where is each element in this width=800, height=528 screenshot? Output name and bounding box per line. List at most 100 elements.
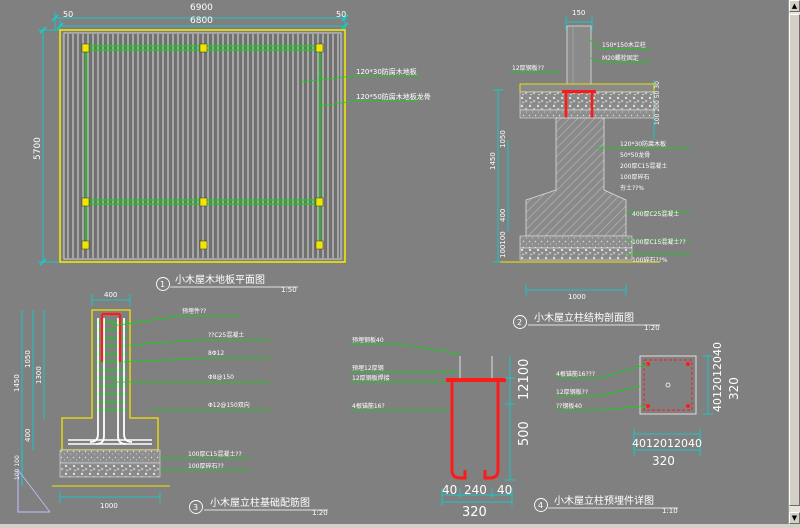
rebar-base-concrete — [59, 449, 161, 464]
plan-boards — [67, 34, 339, 258]
embed-detail: 预埋钢板40 预埋12厚钢 12厚钢板焊接 4根锚筋16? 12100 500 … — [350, 336, 532, 520]
section-notes: 120*30防腐木板 50*50龙骨 200厚C15混凝土 100厚碎石 夯土?… — [620, 140, 667, 192]
plate-dim-side: 4012012040 — [711, 342, 724, 412]
section-leaders — [510, 39, 690, 255]
section-base-concrete — [519, 235, 633, 249]
plan-dim-ticks — [39, 14, 349, 266]
embed-note-2: 预埋12厚钢 — [352, 364, 384, 372]
plan-title-num: 1 — [160, 280, 165, 289]
plan-dim-side-b: 50 — [336, 10, 346, 19]
plan-title-bubble — [156, 277, 170, 291]
section-dim-width: 1000 — [568, 293, 586, 301]
embed-dim-total: 320 — [462, 505, 487, 520]
rebar-bottom-mesh — [68, 439, 152, 445]
section-concrete-layer — [519, 91, 655, 111]
plan-outline — [59, 29, 346, 263]
rebar-note-2: ??C25混凝土 — [208, 331, 244, 339]
scroll-up-button[interactable]: ▲ — [789, 0, 800, 12]
plate-center-hole — [665, 382, 671, 388]
section-dim-top: 150 — [572, 9, 585, 17]
plate-title: 小木屋立柱预埋件详图 — [554, 494, 654, 507]
rebar-base-gravel — [59, 462, 161, 478]
rebar-anchor — [100, 312, 122, 362]
section-post — [566, 25, 592, 91]
section-note-footing: 400厚C25混凝土 — [632, 210, 679, 218]
section-note-post: 150*150木立柱 — [602, 41, 646, 49]
plan-dim-side-a: 50 — [63, 10, 73, 19]
scroll-down-button[interactable]: ▼ — [789, 512, 800, 524]
section-title-num: 2 — [517, 318, 522, 327]
plate-note-1: 4根锚筋16??? — [556, 370, 595, 378]
arrow-up-icon: ▲ — [791, 2, 798, 10]
section-title-bubble — [513, 315, 527, 329]
plan-board-area — [63, 32, 342, 260]
rebar-verticals — [89, 318, 133, 445]
plan-dim-height: 5700 — [33, 137, 43, 160]
vertical-scrollbar[interactable]: ▲ ▼ — [788, 0, 800, 524]
rebar-scale: 1:20 — [312, 509, 328, 517]
plate-note-2: 12厚钢板?? — [556, 388, 588, 396]
section-note-base1: 100厚C15混凝土?? — [632, 238, 686, 246]
scroll-thumb[interactable] — [789, 14, 800, 506]
rebar-note-base1: 100厚C15混凝土?? — [188, 450, 242, 458]
section-dim-lower: 400 — [499, 209, 507, 222]
plan-dimension-lines — [38, 12, 346, 263]
section-title: 小木屋立柱结构剖面图 — [534, 311, 634, 324]
plan-posts — [81, 43, 324, 250]
rebar-detail: 400 1450 1050 1300 400 100 100 1000 — [13, 291, 328, 517]
rebar-dim-lower: 400 — [24, 429, 32, 442]
rebar-notes: 预埋件?? ??C25混凝土 8Φ12 Φ8@150 Φ12@150双向 — [182, 307, 250, 409]
embed-dim-b2: 240 — [464, 483, 487, 497]
section-note-3: 200厚C15混凝土 — [620, 162, 667, 170]
plan-dim-top-inner: 6800 — [190, 16, 213, 26]
rebar-concrete-outline — [61, 309, 159, 451]
plan-scale: 1:50 — [281, 286, 297, 294]
section-note-bolt: M20螺栓固定 — [602, 54, 639, 62]
plate-title-num: 4 — [538, 501, 543, 510]
section-note-5: 夯土??% — [620, 184, 644, 192]
plate-leaders — [556, 363, 649, 411]
rebar-note-5: Φ12@150双向 — [208, 401, 250, 409]
rebar-dim-upper: 1050 — [24, 350, 32, 368]
rebar-note-3: 8Φ12 — [208, 350, 224, 357]
rebar-dim-top: 400 — [104, 291, 117, 299]
plate-notes: 4根锚筋16??? 12厚钢板?? ??钢板40 — [556, 370, 595, 410]
rebar-note-1: 预埋件?? — [182, 307, 206, 315]
rebar-title-num: 3 — [193, 503, 198, 512]
rebar-stirrups — [95, 321, 127, 411]
rebar-dim-width: 1000 — [100, 502, 118, 510]
column-section: 150 1450 1050 400 100100 1000 150*15 — [489, 9, 690, 332]
plate-outline — [639, 355, 697, 415]
section-sub-layer — [519, 109, 655, 119]
embed-anchor-bars — [450, 382, 500, 480]
plan-dim-top-total: 6900 — [190, 3, 213, 13]
plan-leaders — [299, 75, 420, 107]
plate-inner-outline — [643, 359, 693, 411]
embed-notes: 预埋钢板40 预埋12厚钢 12厚钢板焊接 4根锚筋16? — [352, 336, 390, 410]
plan-title: 小木屋木地板平面图 — [175, 273, 265, 286]
embed-dim-right-top: 12100 — [517, 359, 532, 400]
embed-note-4: 4根锚筋16? — [352, 402, 385, 410]
section-dim-upper: 1050 — [499, 130, 507, 148]
plate-dim-side-total: 320 — [727, 377, 741, 400]
ucs-icon — [17, 470, 50, 513]
embed-note-3: 12厚钢板焊接 — [352, 374, 390, 382]
plate-note-3: ??钢板40 — [556, 402, 582, 410]
embed-note-1: 预埋钢板40 — [352, 336, 384, 344]
rebar-dim-mid: 1300 — [35, 366, 43, 384]
embed-dim-lines — [441, 356, 515, 506]
plate-dim-lines — [633, 355, 713, 456]
ucs-icon-diagonal — [17, 469, 51, 513]
embed-dim-b3: 40 — [497, 483, 512, 497]
plate-dim-bottom: 4012012040 — [632, 437, 702, 450]
plan-view: 6900 6800 50 50 5700 120*30防腐木地板 120*50防… — [33, 3, 431, 294]
embed-top-plate — [446, 378, 506, 382]
rebar-dim-total: 1450 — [13, 374, 21, 392]
section-dim-bottom: 100100 — [499, 231, 507, 258]
drawing-canvas[interactable]: 6900 6800 50 50 5700 120*30防腐木地板 120*50防… — [0, 0, 788, 524]
embed-dim-right-bot: 500 — [517, 421, 532, 446]
rebar-note-4: Φ8@150 — [208, 374, 234, 381]
section-dim-total-height: 1450 — [489, 152, 497, 170]
section-scale: 1:20 — [644, 324, 660, 332]
